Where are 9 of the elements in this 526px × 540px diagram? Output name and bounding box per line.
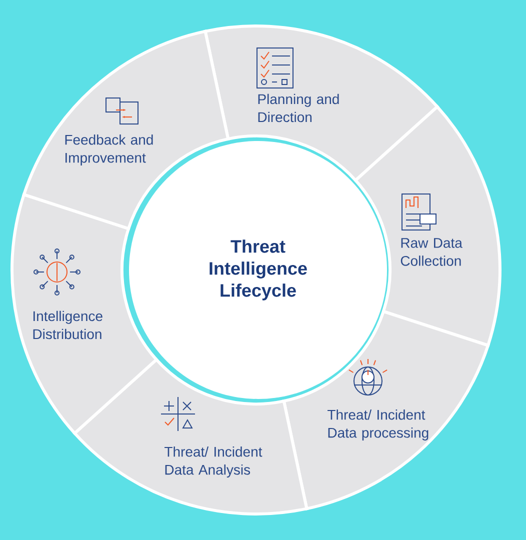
ring-segment: Feedback and Improvement bbox=[22, 30, 230, 230]
ring-segment: Threat/ Incident Data Analysis bbox=[73, 358, 308, 516]
node-label: Threat/ Incident Data Analysis bbox=[164, 446, 262, 478]
ring-segment: Planning and Direction bbox=[204, 24, 439, 182]
ring-segment: Raw Data Collection bbox=[354, 105, 502, 347]
node-label: Raw Data Collection bbox=[400, 238, 462, 266]
ring-segment: Threat/ Incident Data processing bbox=[282, 310, 490, 510]
node-label: Threat/ Incident Data processing bbox=[328, 409, 428, 441]
ring-segment: Intelligence Distribution bbox=[10, 193, 158, 435]
